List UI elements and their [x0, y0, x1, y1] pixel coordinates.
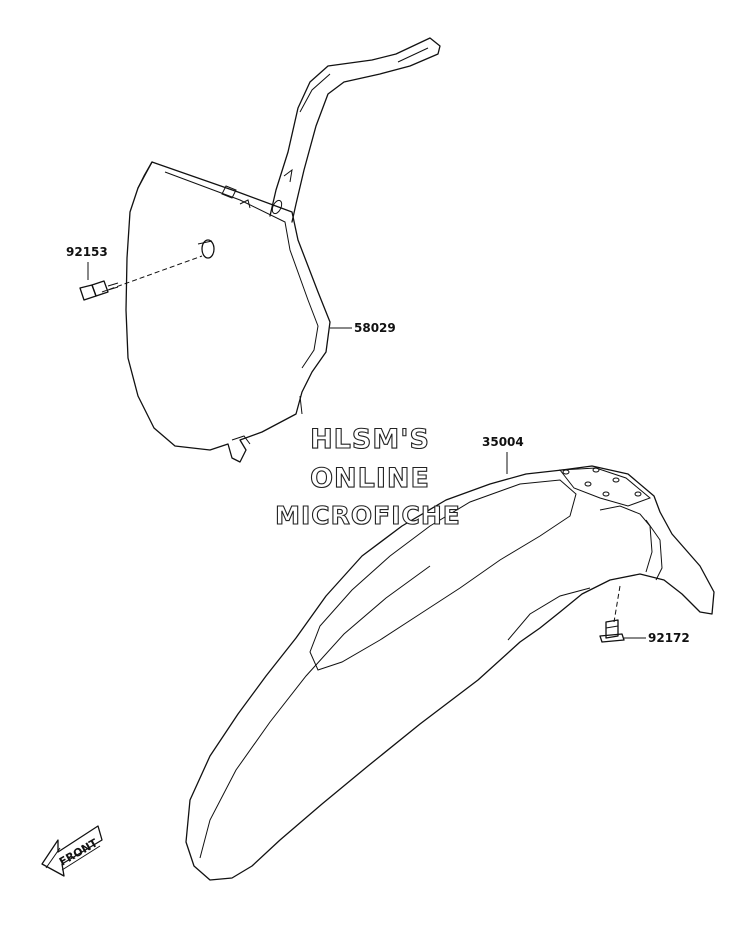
- label-58029: 58029: [354, 321, 396, 335]
- label-92153: 92153: [66, 245, 108, 259]
- watermark-line-1: HLSM'S: [310, 424, 430, 455]
- number-plate-drawing: [125, 37, 441, 463]
- watermark-line-3: MICROFICHE: [275, 501, 461, 530]
- label-92172: 92172: [648, 631, 690, 645]
- label-35004: 35004: [482, 435, 524, 449]
- watermark-line-2: ONLINE: [310, 463, 430, 494]
- bolt-92172-drawing: [599, 585, 646, 643]
- fender-drawing: [185, 465, 715, 881]
- front-arrow-icon: FRONT: [41, 825, 103, 877]
- bolt-92153-drawing: [79, 255, 203, 301]
